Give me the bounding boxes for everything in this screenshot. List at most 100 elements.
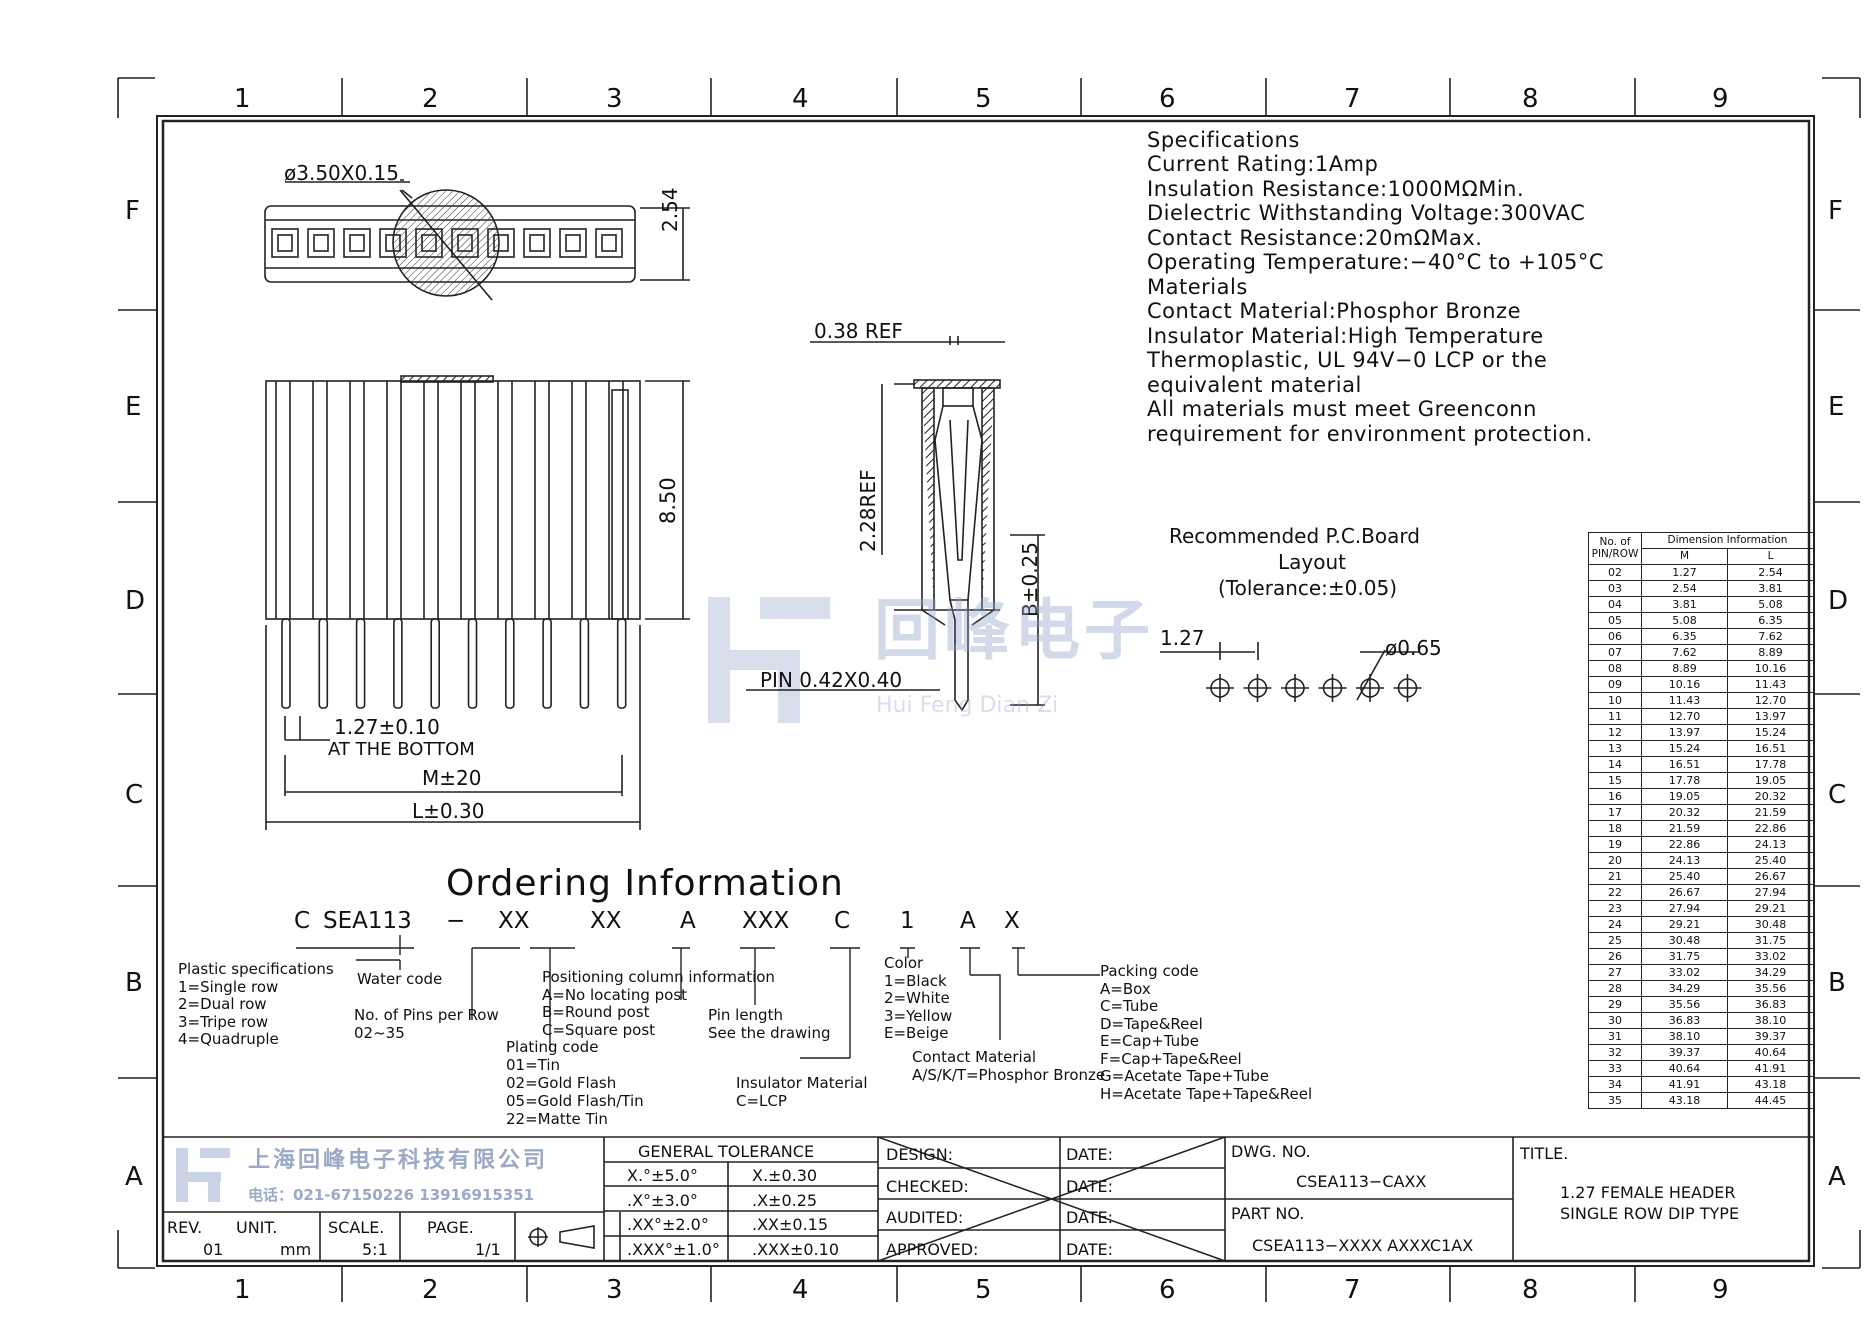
- cell-outer: [523, 228, 551, 258]
- ordering-code-segment: C: [294, 908, 311, 934]
- ordering-insulator-line: C=LCP: [736, 1092, 787, 1110]
- table-cell: 22.86: [1641, 836, 1728, 853]
- table-cell: 07: [1588, 644, 1642, 661]
- column-number-top: 2: [422, 84, 439, 114]
- dim-pitch: 1.27±0.10: [334, 715, 440, 739]
- ordering-packing-line: F=Cap+Tape&Reel: [1100, 1049, 1242, 1068]
- table-cell: 19: [1588, 836, 1642, 853]
- table-cell: 22: [1588, 884, 1642, 901]
- ordering-plastic-line: Plastic specifications: [178, 960, 334, 978]
- ordering-title: Ordering Information: [446, 863, 844, 904]
- cell-inner: [349, 234, 365, 252]
- row-letter-left: B: [125, 968, 143, 998]
- checked-label: CHECKED:: [886, 1177, 969, 1196]
- unit-value: mm: [280, 1240, 312, 1259]
- date-label-2: DATE:: [1066, 1177, 1114, 1196]
- pin: [281, 618, 291, 709]
- table-cell: 11: [1588, 708, 1642, 725]
- dwg-label: DWG. NO.: [1231, 1142, 1311, 1161]
- ordering-plating-line: 05=Gold Flash/Tin: [506, 1092, 644, 1110]
- pin: [318, 618, 329, 709]
- table-cell: 25: [1588, 932, 1642, 949]
- column-number-top: 6: [1159, 84, 1176, 114]
- design-label: DESIGN:: [886, 1145, 954, 1164]
- table-cell: 7.62: [1641, 644, 1728, 661]
- ordering-code-segment: A: [680, 908, 696, 934]
- table-cell: 12.70: [1641, 708, 1728, 725]
- ordering-packing-line: H=Acetate Tape+Tape&Reel: [1100, 1084, 1313, 1103]
- table-cell: 36.83: [1641, 1012, 1728, 1029]
- ordering-positioning-line: B=Round post: [542, 1003, 650, 1021]
- table-cell: 31: [1588, 1028, 1642, 1045]
- table-header-m: M: [1641, 548, 1728, 565]
- tolerance-linear: .XX±0.15: [752, 1215, 829, 1234]
- scale-value: 5:1: [362, 1240, 388, 1259]
- row-letter-right: F: [1828, 196, 1843, 226]
- table-cell: 13.97: [1641, 724, 1728, 741]
- table-cell: 29.21: [1727, 900, 1814, 917]
- column-number-bottom: 6: [1159, 1275, 1176, 1305]
- column-number-bottom: 9: [1712, 1275, 1729, 1305]
- cell-inner: [277, 234, 293, 252]
- column-number-bottom: 1: [234, 1275, 251, 1305]
- column-number-top: 9: [1712, 84, 1729, 114]
- table-cell: 24.13: [1641, 852, 1728, 869]
- table-cell: 33.02: [1727, 948, 1814, 965]
- table-cell: 20.32: [1641, 804, 1728, 821]
- table-cell: 27.94: [1641, 900, 1728, 917]
- spec-line: Current Rating:1Amp: [1147, 152, 1379, 176]
- cell-inner: [601, 234, 617, 252]
- ordering-pins-line: No. of Pins per Row: [354, 1006, 499, 1024]
- tolerance-linear: .X±0.25: [752, 1190, 818, 1210]
- pin: [616, 618, 627, 709]
- column-number-top: 4: [792, 84, 809, 114]
- spec-line: Thermoplastic, UL 94V−0 LCP or the: [1147, 348, 1548, 372]
- page-value: 1/1: [475, 1240, 501, 1259]
- audited-label: AUDITED:: [886, 1208, 964, 1227]
- spec-line: Contact Resistance:20mΩMax.: [1147, 225, 1483, 250]
- dim-l: L±0.30: [412, 799, 485, 823]
- cell-outer: [559, 228, 587, 258]
- table-cell: 39.37: [1727, 1028, 1814, 1045]
- dim-m: M±20: [422, 766, 482, 790]
- ordering-code-segment: XXX: [742, 908, 790, 934]
- table-cell: 24.13: [1727, 836, 1814, 853]
- column-number-bottom: 4: [792, 1275, 809, 1305]
- row-letter-right: A: [1828, 1162, 1846, 1192]
- date-label-3: DATE:: [1066, 1208, 1114, 1227]
- table-cell: 17: [1588, 804, 1642, 821]
- scale-label: SCALE.: [328, 1218, 385, 1237]
- tolerance-angle: X.°±5.0°: [627, 1166, 698, 1185]
- company-name: 上海回峰电子科技有限公司: [248, 1148, 549, 1173]
- cell-inner: [313, 234, 329, 252]
- spec-title: Specifications: [1147, 128, 1300, 152]
- ordering-contact-line: Contact Material: [912, 1048, 1037, 1066]
- table-cell: 08: [1588, 660, 1642, 677]
- ordering-packing-line: C=Tube: [1100, 997, 1159, 1015]
- dim-diameter: ø3.50X0.15: [284, 161, 399, 185]
- table-cell: 30: [1588, 1012, 1642, 1029]
- row-letter-right: B: [1828, 968, 1846, 998]
- pin: [579, 618, 590, 709]
- column-number-bottom: 8: [1522, 1275, 1539, 1305]
- table-cell: 3.81: [1641, 596, 1728, 613]
- spec-line: All materials must meet Greenconn: [1147, 397, 1537, 421]
- title-line-1: 1.27 FEMALE HEADER: [1560, 1183, 1736, 1202]
- table-cell: 35.56: [1641, 996, 1728, 1013]
- table-cell: 35: [1588, 1092, 1642, 1109]
- cell-outer: [595, 228, 623, 258]
- column-number-top: 7: [1344, 84, 1361, 114]
- cell-outer: [271, 228, 299, 258]
